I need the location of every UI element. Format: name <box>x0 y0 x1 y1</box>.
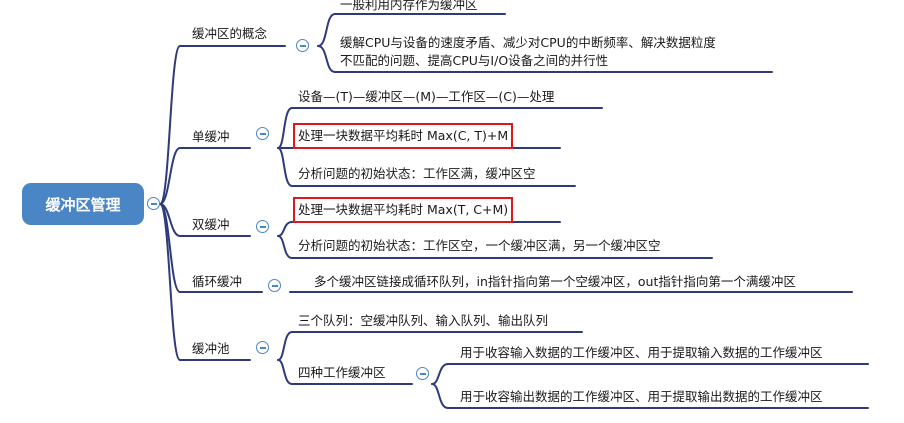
double-item-2: 分析问题的初始状态：工作区空，一个缓冲区满，另一个缓冲区空 <box>298 238 661 253</box>
pool-sub-item-1: 用于收容输入数据的工作缓冲区、用于提取输入数据的工作缓冲区 <box>460 345 823 360</box>
pool-item-1: 三个队列：空缓冲队列、输入队列、输出队列 <box>298 313 549 328</box>
connector-pool <box>159 203 181 361</box>
branch-double[interactable]: 双缓冲 <box>192 217 230 232</box>
collapse-icon-circular[interactable] <box>268 279 281 292</box>
connector-concept <box>159 45 181 205</box>
collapse-icon-single[interactable] <box>256 127 269 140</box>
concept-item-2: 缓解CPU与设备的速度矛盾、减少对CPU的中断频率、解决数据粒度 <box>340 35 716 50</box>
branch-circular[interactable]: 循环缓冲 <box>192 274 243 289</box>
single-item-1: 设备—(T)—缓冲区—(M)—工作区—(C)—处理 <box>298 89 555 104</box>
root-label: 缓冲区管理 <box>45 195 121 214</box>
concept-item-3: 不匹配的问题、提高CPU与I/O设备之间的并行性 <box>340 53 609 68</box>
branch-pool[interactable]: 缓冲池 <box>192 341 230 356</box>
collapse-icon-root[interactable] <box>147 197 160 210</box>
root-node[interactable]: 缓冲区管理 <box>22 183 144 225</box>
branch-single[interactable]: 单缓冲 <box>192 129 230 144</box>
collapse-icon-pool-sub[interactable] <box>416 367 429 380</box>
pool-sub-branch[interactable]: 四种工作缓冲区 <box>298 365 386 380</box>
concept-item-1: 一般利用内存作为缓冲区 <box>340 0 478 12</box>
double-item-1-highlighted: 处理一块数据平均耗时 Max(T, C+M) <box>292 197 514 223</box>
connector-single <box>159 147 181 205</box>
single-item-2-highlighted: 处理一块数据平均耗时 Max(C, T)+M <box>292 123 514 149</box>
circular-item-1: 多个缓冲区链接成循环队列，in指针指向第一个空缓冲区，out指针指向第一个满缓冲… <box>314 274 796 289</box>
collapse-icon-concept[interactable] <box>296 39 309 52</box>
pool-sub-item-2: 用于收容输出数据的工作缓冲区、用于提取输出数据的工作缓冲区 <box>460 389 823 404</box>
collapse-icon-pool[interactable] <box>256 341 269 354</box>
branch-concept[interactable]: 缓冲区的概念 <box>192 26 268 41</box>
single-item-3: 分析问题的初始状态：工作区满，缓冲区空 <box>298 166 536 181</box>
collapse-icon-double[interactable] <box>256 220 269 233</box>
